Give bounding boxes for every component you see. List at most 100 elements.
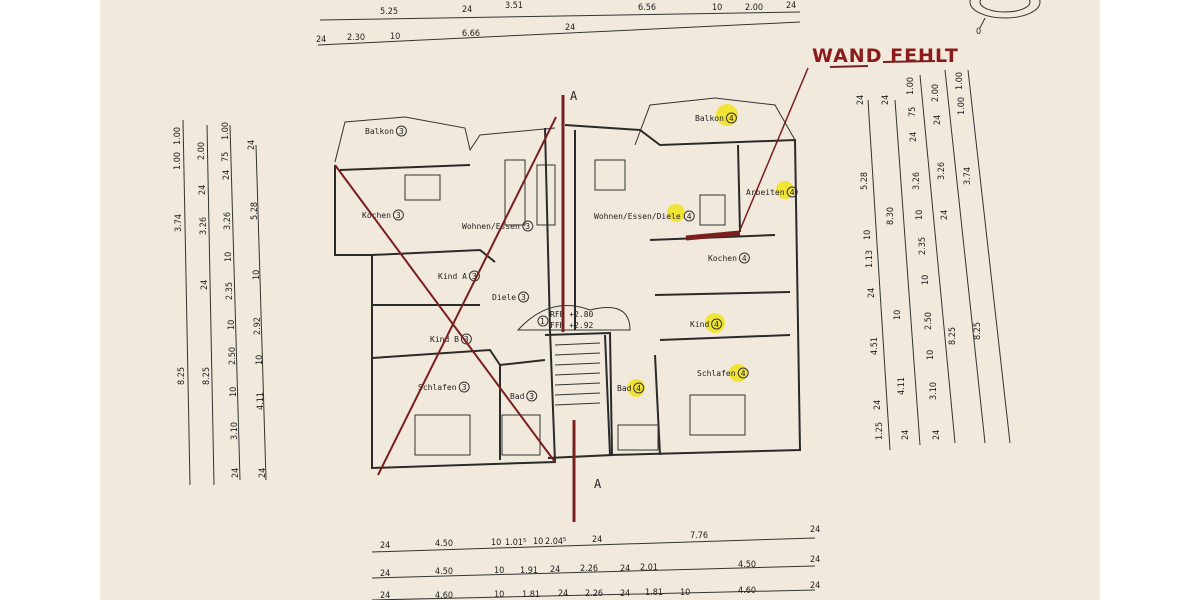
dimension-label: 2.04⁵	[545, 537, 566, 547]
dimension-label: 3.26	[199, 217, 209, 235]
compass-label: 0	[976, 27, 981, 37]
dimension-label: 24	[462, 5, 472, 15]
dimension-label: 10	[491, 538, 501, 548]
dimension-label: 5.28	[860, 172, 870, 190]
dimension-label: 24	[940, 210, 950, 220]
dimension-label: 24	[932, 430, 942, 440]
dimension-label: 10	[255, 355, 265, 365]
unit-number: 4	[687, 212, 692, 221]
dimension-label: 2.35	[225, 282, 235, 300]
dimension-label: 75	[908, 107, 918, 117]
dimension-label: 3.10	[929, 382, 939, 400]
dimension-label: 4.50	[435, 539, 453, 549]
unit-number-circle	[737, 367, 749, 379]
dimension-label: 75	[221, 152, 231, 162]
highlighter-marks	[627, 104, 794, 397]
dimension-label: 4.11	[256, 392, 266, 410]
dimension-label: 10	[227, 320, 237, 330]
dimension-label: 1.91	[520, 566, 538, 576]
left-unit-walls	[334, 116, 557, 470]
dimension-label: 2.00	[197, 142, 207, 160]
paper-sheet	[100, 0, 1100, 600]
dimension-label: 24	[198, 185, 208, 195]
dimension-label: 24	[231, 468, 241, 478]
dimension-label: 3.74	[174, 214, 184, 232]
dimension-label: 3.26	[223, 212, 233, 230]
unit-number-circle	[711, 318, 723, 330]
dimension-label: 24	[247, 140, 257, 150]
dimension-label: 2.01	[640, 563, 658, 573]
dimension-label: 8.25	[202, 367, 212, 385]
dimension-label: 10	[252, 270, 262, 280]
room-label-right: Arbeiten	[746, 188, 785, 197]
dimension-label: 8.25	[973, 322, 983, 340]
dining-table-icon	[404, 174, 441, 201]
dimension-label: 24	[933, 115, 943, 125]
unit-number-circle	[526, 390, 538, 402]
dimension-label: 24	[620, 564, 630, 574]
unit-number-circle	[738, 252, 750, 264]
unit-number: 4	[742, 254, 747, 263]
dining-table-icon	[699, 194, 726, 226]
dimension-label: 24	[620, 589, 630, 599]
dimension-label: 2.26	[585, 589, 603, 599]
compass-icon: 0	[969, 0, 1041, 37]
dimension-label: 1.13	[865, 250, 875, 268]
dimension-label: 3.74	[963, 167, 973, 185]
dimension-label: 10	[915, 210, 925, 220]
right-unit-walls	[564, 97, 802, 457]
dimension-label: 4.11	[897, 377, 907, 395]
dimension-label: 10	[494, 590, 504, 600]
dimension-label: 4.50	[738, 560, 756, 570]
dimension-label: 24	[810, 525, 820, 535]
dimension-label: 2.50	[924, 312, 934, 330]
dimension-lines	[182, 11, 1011, 600]
dimension-label: 8.30	[886, 207, 896, 225]
dimension-label: 24	[380, 541, 390, 551]
dimension-label: 2.30	[347, 33, 365, 43]
dimension-label: 24	[856, 95, 866, 105]
dimension-label: 1.00	[957, 97, 967, 115]
dimension-label: 3.51	[505, 1, 523, 11]
dimension-label: 10	[680, 588, 690, 598]
sofa-icon	[536, 164, 556, 226]
dimension-label: 24	[901, 430, 911, 440]
dimension-label: 24	[867, 288, 877, 298]
annotation-pointer-line	[739, 67, 809, 231]
dimension-label: 7.76	[690, 531, 708, 541]
red-pen-marks: WAND FEHLT	[334, 45, 958, 522]
dimension-label: 24	[222, 170, 232, 180]
room-label-right: Bad	[617, 384, 632, 393]
dimension-label: 24	[380, 569, 390, 579]
unit-number-circle	[392, 209, 404, 221]
room-label-right: Schlafen	[697, 369, 736, 378]
unit-number: 3	[529, 392, 534, 401]
dimension-label: 24	[565, 23, 575, 33]
sofa-icon	[504, 159, 526, 226]
bathtub-icon	[617, 424, 659, 451]
level-rfb: RFB +2.80	[550, 310, 594, 319]
unit-number-circle	[683, 210, 695, 222]
section-marker-bottom: A	[594, 477, 602, 491]
room-label-left: Bad	[510, 392, 525, 401]
dimension-label: 10	[863, 230, 873, 240]
dimension-label: 8.25	[177, 367, 187, 385]
dimension-label: 10	[921, 275, 931, 285]
dimension-label: 6.66	[462, 29, 480, 39]
unit-number: 3	[462, 383, 467, 392]
dimension-label: 2.00	[931, 84, 941, 102]
dimension-label: 1.00	[173, 127, 183, 145]
dimension-label: 10	[494, 566, 504, 576]
room-label-left: Diele	[492, 293, 516, 302]
dimension-label: 24	[810, 581, 820, 591]
room-label-right: Kind	[690, 320, 709, 329]
room-label-right: Balkon	[695, 114, 724, 123]
dimension-label: 24	[200, 280, 210, 290]
dimension-label: 8.25	[948, 327, 958, 345]
dimension-label: 1.25	[875, 422, 885, 440]
dimension-label: 24	[786, 1, 796, 11]
dimension-label: 3.10	[230, 422, 240, 440]
room-label-right: Wohnen/Essen/Diele	[594, 212, 681, 221]
unit-number: 3	[472, 272, 477, 281]
